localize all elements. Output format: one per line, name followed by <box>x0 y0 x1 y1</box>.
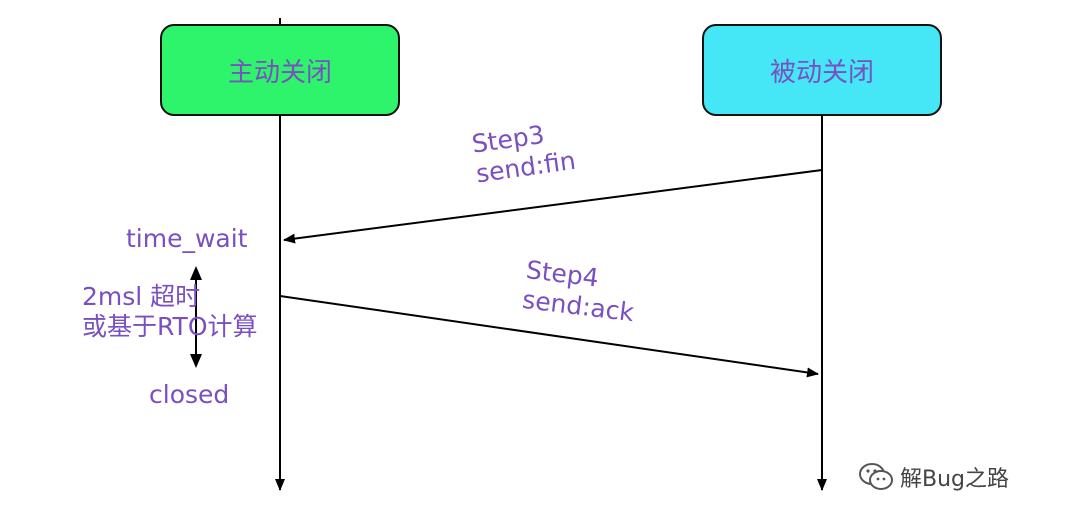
watermark-text: 解Bug之路 <box>900 467 1010 492</box>
state-time-wait: time_wait <box>126 224 248 253</box>
node-passive-close: 被动关闭 <box>702 24 942 116</box>
watermark: 解Bug之路 <box>858 461 1009 493</box>
arrow-step3 <box>283 169 823 244</box>
node-active-close-label: 主动关闭 <box>227 57 332 88</box>
timeout-line2: 或基于RTO计算 <box>82 312 258 341</box>
state-timeout: 2msl 超时 或基于RTO计算 <box>82 282 258 342</box>
timeout-double-arrow <box>190 266 202 368</box>
node-active-close: 主动关闭 <box>160 24 400 116</box>
state-closed: closed <box>149 380 230 409</box>
arrow-step4 <box>279 295 819 378</box>
timeout-line1: 2msl 超时 <box>82 282 201 311</box>
wechat-icon <box>859 463 893 490</box>
node-passive-close-label: 被动关闭 <box>769 57 874 88</box>
